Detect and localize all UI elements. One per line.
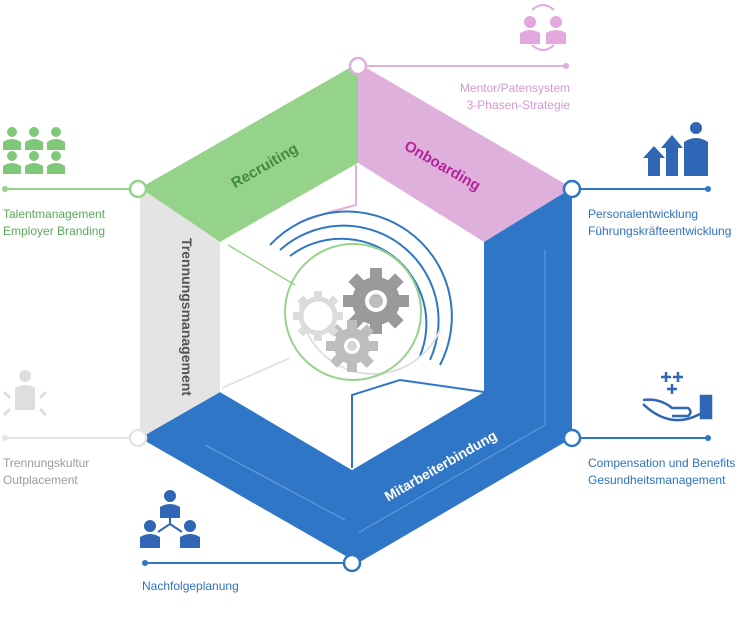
label-development: Personalentwicklung Führungskräfteentwic… bbox=[588, 206, 731, 240]
label-separation-culture-line2: Outplacement bbox=[3, 473, 78, 487]
node-right bbox=[562, 179, 582, 199]
people-group-icon bbox=[3, 127, 65, 174]
node-left bbox=[128, 179, 148, 199]
retention-connector bbox=[351, 378, 485, 468]
org-chart-icon bbox=[140, 490, 200, 548]
label-development-line2: Führungskräfteentwicklung bbox=[588, 224, 732, 238]
label-development-line1: Personalentwicklung bbox=[588, 207, 699, 221]
arc-green bbox=[284, 243, 422, 381]
outplacement-icon bbox=[2, 370, 48, 417]
retention-inner-line-2 bbox=[204, 444, 346, 521]
label-succession: Nachfolgeplanung bbox=[142, 578, 239, 595]
node-bottom bbox=[342, 553, 362, 573]
segment-separation bbox=[140, 188, 220, 438]
node-bottomleft bbox=[128, 428, 148, 448]
label-talent-line1: Talentmanagement bbox=[3, 207, 106, 221]
label-mentoring-line1: Mentor/Patensystem bbox=[459, 81, 570, 95]
label-talent-line2: Employer Branding bbox=[3, 224, 106, 238]
segment-onboarding bbox=[358, 63, 572, 242]
node-bottomright bbox=[562, 428, 582, 448]
label-compensation-line1: Compensation und Benefits bbox=[588, 456, 736, 470]
label-compensation: Compensation und Benefits Gesundheitsman… bbox=[588, 455, 735, 489]
label-mentoring-line2: 3-Phasen-Strategie bbox=[466, 98, 570, 112]
label-separation-culture-line1: Trennungskultur bbox=[3, 456, 90, 470]
recruiting-connector bbox=[227, 244, 296, 286]
separation-connector bbox=[221, 357, 291, 389]
retention-inner-line bbox=[357, 250, 546, 534]
node-top bbox=[348, 56, 368, 76]
arc-blue-2 bbox=[279, 224, 440, 361]
mentor-exchange-icon bbox=[520, 4, 566, 51]
segment-retention bbox=[140, 188, 572, 563]
label-separation-culture: Trennungskultur Outplacement bbox=[3, 455, 89, 489]
label-separation: Trennungsmanagement bbox=[179, 238, 195, 396]
label-mentoring: Mentor/Patensystem 3-Phasen-Strategie bbox=[420, 80, 570, 114]
hand-plus-icon bbox=[642, 372, 713, 422]
label-talent: Talentmanagement Employer Branding bbox=[3, 206, 105, 240]
segment-recruiting bbox=[140, 63, 358, 242]
growth-arrows-icon bbox=[643, 122, 708, 176]
label-compensation-line2: Gesundheitsmanagement bbox=[588, 473, 726, 487]
arc-blue-outer bbox=[269, 210, 453, 366]
label-succession-line1: Nachfolgeplanung bbox=[142, 579, 239, 593]
